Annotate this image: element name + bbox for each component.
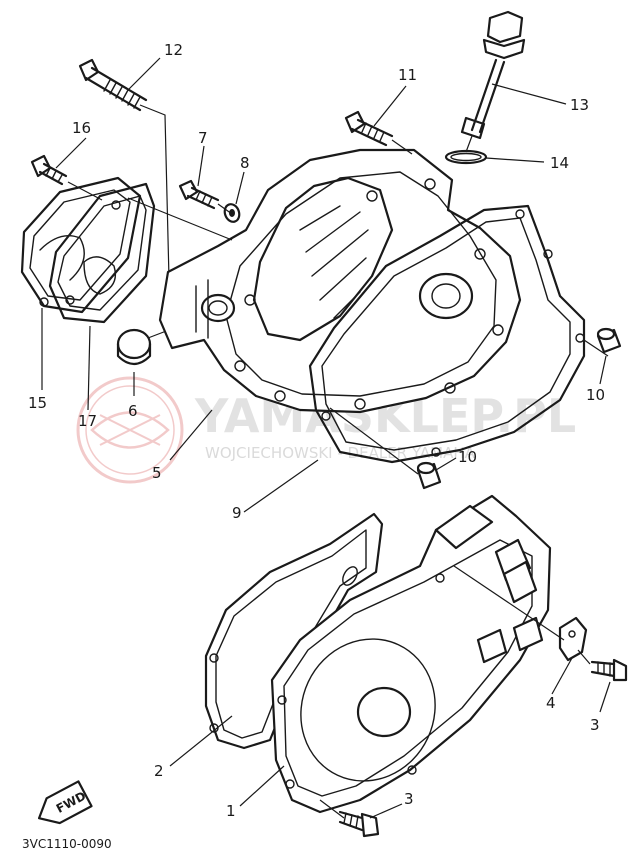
callout-17: 17 — [78, 325, 97, 430]
callout-6-label: 6 — [128, 402, 138, 420]
callout-6: 6 — [128, 372, 138, 420]
part-9-gasket — [308, 204, 586, 464]
callout-12-label: 12 — [164, 41, 183, 59]
callout-5-label: 5 — [152, 464, 162, 482]
part-8-washer — [223, 203, 241, 223]
callout-10-center-label: 10 — [458, 448, 477, 466]
part-4-clip — [558, 616, 588, 662]
part-5-crankcase-cover — [158, 148, 522, 414]
callout-3-right: 3 — [590, 681, 611, 734]
callout-16-label: 16 — [72, 119, 91, 137]
callout-5: 5 — [152, 409, 213, 482]
callout-7: 7 — [197, 129, 208, 187]
callout-9: 9 — [232, 459, 319, 522]
callout-1: 1 — [226, 765, 285, 820]
part-16-bolt — [30, 154, 68, 186]
callout-15: 15 — [28, 308, 47, 412]
alignment-lines — [67, 135, 609, 819]
callout-11: 11 — [373, 66, 417, 127]
callout-3-right-label: 3 — [590, 716, 600, 734]
part-3-screw-right — [590, 658, 628, 682]
part-3-screw-bottom — [338, 810, 380, 838]
callout-13-label: 13 — [570, 96, 589, 114]
callout-15-label: 15 — [28, 394, 47, 412]
callout-12: 12 — [127, 41, 183, 91]
part-13-dipstick — [460, 10, 526, 140]
part-15-cover — [20, 176, 142, 314]
part-10-dowel-pin-center — [416, 461, 442, 490]
callout-2-label: 2 — [154, 762, 164, 780]
callout-9-label: 9 — [232, 504, 242, 522]
part-10-dowel-pin-right — [596, 327, 622, 354]
callout-10-right-label: 10 — [586, 386, 605, 404]
part-7-bolt — [178, 179, 220, 210]
callout-8: 8 — [235, 154, 250, 205]
callout-8-label: 8 — [240, 154, 250, 172]
callout-14: 14 — [485, 154, 569, 172]
callout-1-label: 1 — [226, 802, 236, 820]
fwd-arrow: FWD — [37, 780, 93, 825]
part-2-gasket — [204, 512, 384, 750]
part-14-o-ring — [444, 149, 488, 165]
callout-11-label: 11 — [398, 66, 417, 84]
part-12-bolt — [78, 58, 171, 321]
callout-4-label: 4 — [546, 694, 556, 712]
callout-10-center: 10 — [435, 448, 477, 471]
part-17-gasket — [48, 182, 156, 324]
callout-3-bottom: 3 — [369, 790, 414, 819]
callout-4: 4 — [546, 657, 573, 712]
callout-2: 2 — [154, 715, 233, 780]
part-1-crankcase-cover — [270, 494, 552, 814]
callout-7-label: 7 — [198, 129, 208, 147]
watermark-logo — [76, 376, 184, 484]
callout-17-label: 17 — [78, 412, 97, 430]
callout-10-right: 10 — [586, 355, 607, 404]
callout-16: 16 — [55, 119, 91, 169]
part-11-bolt — [344, 110, 394, 147]
callout-3-bottom-label: 3 — [404, 790, 414, 808]
drawing-code: 3VC1110-0090 — [22, 837, 112, 851]
callout-14-label: 14 — [550, 154, 569, 172]
callout-13: 13 — [491, 83, 589, 114]
